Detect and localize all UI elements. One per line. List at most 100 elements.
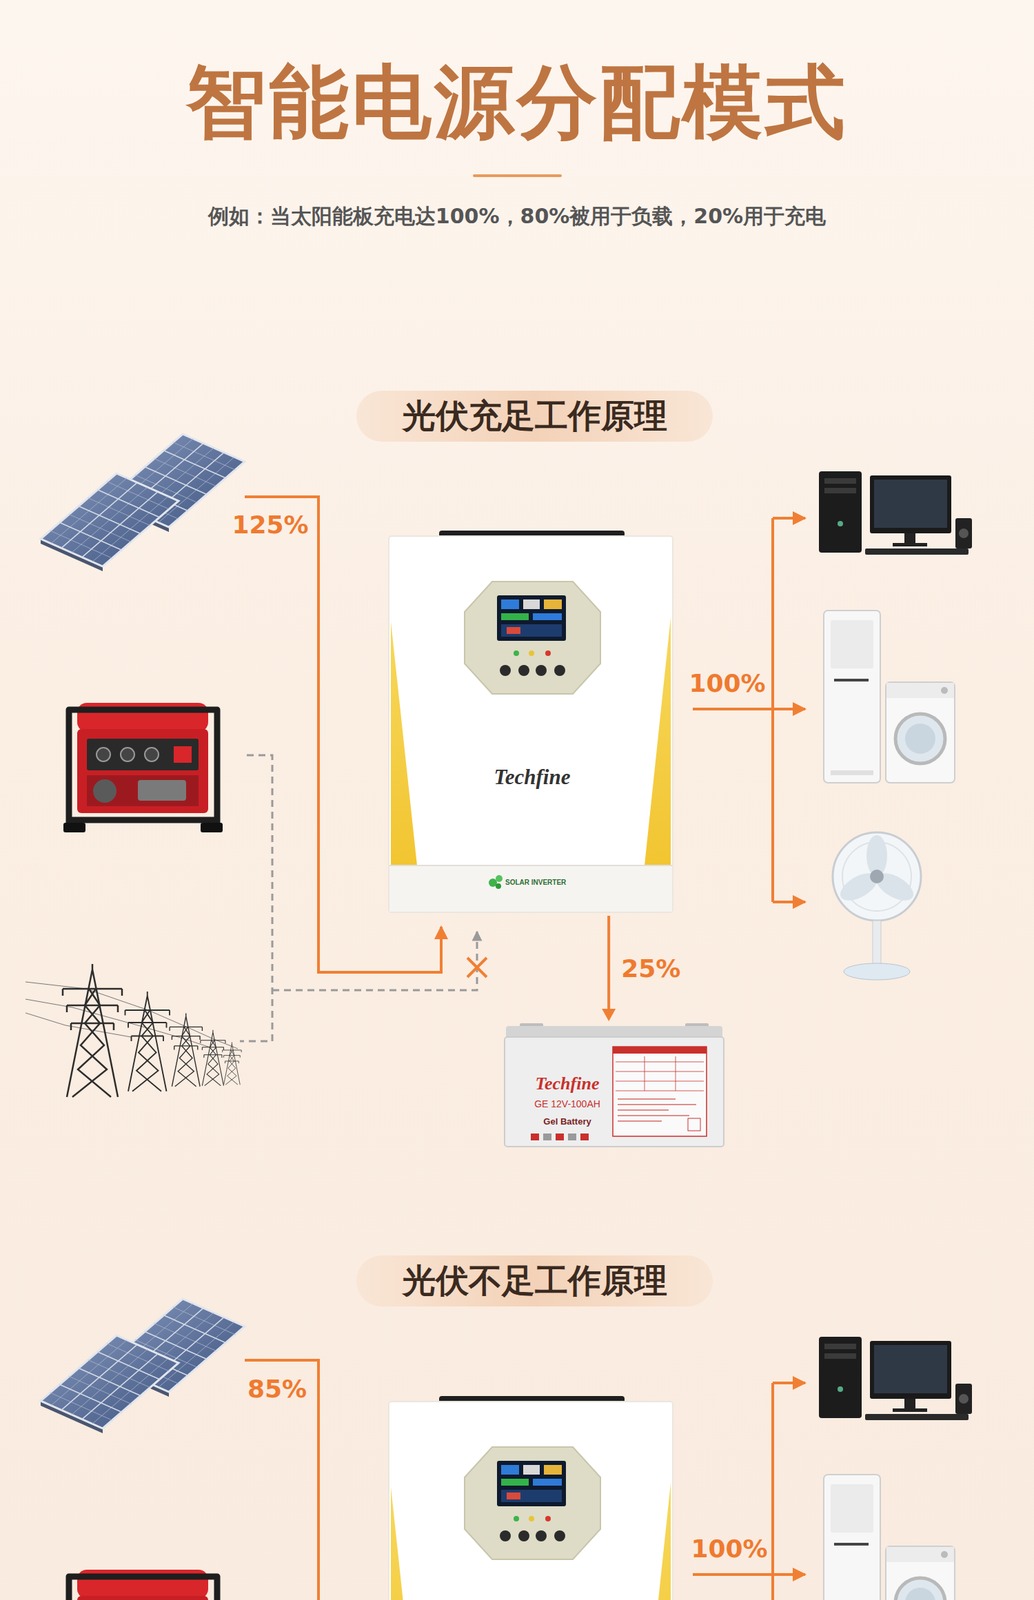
inverter-drawing: [389, 865, 673, 867]
inverter-drawing: [554, 665, 566, 677]
inverter-drawing: [390, 621, 418, 866]
percent-label: 85%: [247, 1374, 307, 1405]
inverter-unit: [388, 1396, 673, 1600]
inverter-unit: [532, 1479, 562, 1487]
battery-drawing: [543, 1133, 552, 1141]
inverter-drawing: [464, 581, 601, 695]
brand-name: Techfine: [535, 1073, 600, 1095]
inverter-unit: [545, 1516, 551, 1523]
electric-fan: [832, 832, 921, 981]
title-underline: [472, 174, 562, 178]
power-towers: [169, 1014, 202, 1088]
battery-drawing: [612, 1047, 707, 1054]
battery-type: Gel Battery: [543, 1116, 591, 1128]
inverter-drawing: [497, 595, 566, 642]
power-towers: [25, 964, 242, 1098]
power-flow-lines: [692, 1383, 773, 1600]
power-towers: [222, 1042, 242, 1086]
inverter-unit: [501, 1479, 529, 1487]
inverter-unit: [535, 1531, 547, 1543]
battery-drawing: [687, 1118, 701, 1132]
inverter-drawing: [506, 627, 521, 635]
percent-label: 100%: [690, 1534, 768, 1565]
inverter-drawing: [644, 617, 671, 866]
computer: [818, 471, 972, 555]
battery-drawing: [615, 1056, 704, 1092]
inverter-drawing: [501, 624, 562, 637]
power-towers: [200, 1030, 226, 1087]
inverter-drawing: [495, 875, 503, 883]
generator: [63, 703, 223, 833]
inverter-drawing: [528, 650, 535, 657]
inverter-drawing: [389, 865, 673, 912]
inverter-unit: [390, 1487, 418, 1600]
inverter-unit: [513, 1516, 520, 1523]
inverter-drawing: [501, 599, 520, 610]
section-heading: 光伏充足工作原理: [402, 396, 668, 437]
inverter-drawing: [513, 650, 520, 657]
electric-fan: [872, 920, 881, 968]
blocked-mark: [467, 958, 487, 978]
power-flow-lines: [244, 1360, 319, 1600]
power-towers: [125, 991, 171, 1092]
solar-panels: [40, 473, 179, 572]
percent-label: 125%: [231, 510, 309, 540]
computer: [818, 471, 972, 1421]
electric-fan: [869, 869, 884, 884]
inverter-drawing: [535, 665, 547, 677]
flow-line: [607, 916, 611, 1011]
section-pill: 光伏不足工作原理: [356, 1255, 713, 1307]
power-flow-lines: [244, 497, 806, 1600]
inverter-unit: [644, 1483, 671, 1600]
generator: [63, 1570, 223, 1600]
arrow-head: [601, 1009, 616, 1022]
battery-drawing: [612, 1047, 707, 1137]
inverter-drawing: [388, 536, 673, 913]
gel-battery: Techfine GE 12V-100AH Gel Battery: [503, 1023, 726, 1149]
battery-drawing: [504, 1037, 724, 1148]
standby-lines: [272, 931, 478, 991]
power-flow-lines: [772, 1382, 806, 1385]
battery-drawing: [580, 1133, 589, 1141]
electric-fan: [832, 832, 921, 921]
electric-fan: [843, 963, 910, 981]
example-note: 例如：当太阳能板充电达100%，80%被用于负载，20%用于充电: [208, 204, 826, 229]
inverter-drawing: [545, 650, 551, 657]
section-heading: 光伏不足工作原理: [402, 1261, 668, 1302]
percent-label: 25%: [621, 954, 681, 984]
air-conditioner-washer: [823, 610, 955, 1600]
inverter-drawing: [518, 665, 530, 677]
inverter-unit: [388, 1402, 673, 1600]
inverter-unit: [497, 1461, 566, 1507]
battery-model: GE 12V-100AH: [534, 1098, 601, 1111]
inverter-unit: [464, 1447, 601, 1560]
inverter-unit: [523, 1465, 540, 1476]
inverter-unit: [501, 1490, 562, 1503]
inverter-unit: [543, 1465, 562, 1476]
power-flow-lines: [772, 1573, 806, 1577]
power-flow-lines: [772, 707, 806, 711]
power-towers: [62, 964, 123, 1098]
inverter-drawing: [388, 530, 674, 915]
inverter-unit: [506, 1493, 521, 1500]
battery-drawing: [530, 1133, 540, 1141]
inverter-unit: [528, 1516, 535, 1523]
battery-drawing: [555, 1133, 564, 1141]
inverter-drawing: [501, 613, 529, 621]
solar-panels: [40, 1335, 179, 1434]
product-tag: SOLAR INVERTER: [505, 878, 566, 888]
inverter-unit: [518, 1531, 530, 1543]
flow-arrow: [601, 916, 616, 1022]
air-conditioner-washer: [823, 1475, 955, 1600]
inverter-drawing: [543, 599, 562, 610]
computer: [818, 1337, 972, 1421]
battery-drawing: [568, 1133, 577, 1141]
page-title: 智能电源分配模式: [186, 53, 848, 150]
power-flow-lines: [692, 518, 773, 903]
inverter-unit: [501, 1465, 520, 1476]
brand-name: Techfine: [494, 764, 571, 790]
power-flow-lines: [772, 900, 806, 904]
solar-panels: [40, 434, 245, 1434]
inverter-unit: TechfineSOLAR INVERTER: [388, 530, 674, 915]
inverter-unit: [554, 1531, 566, 1543]
